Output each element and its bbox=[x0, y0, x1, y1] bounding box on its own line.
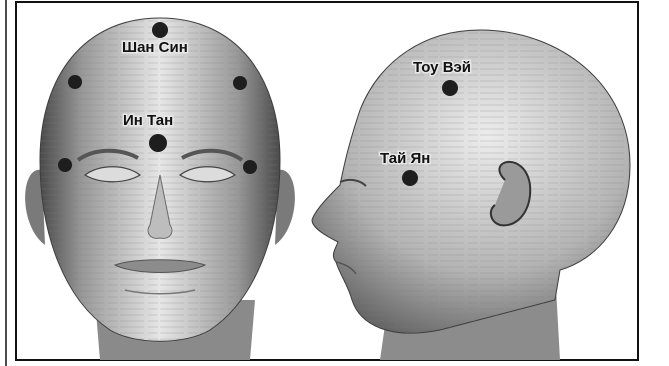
acupoint-dot bbox=[58, 158, 72, 172]
label-tou-vei: Тоу Вэй bbox=[413, 59, 471, 76]
acupoint-dot bbox=[152, 22, 168, 38]
acupoint-dot bbox=[233, 76, 247, 90]
label-in-tan: Ин Тан bbox=[123, 112, 173, 129]
acupoint-dot bbox=[149, 134, 167, 152]
acupoint-dot bbox=[68, 75, 82, 89]
label-shang-sin: Шан Син bbox=[122, 39, 188, 56]
acupoint-dot bbox=[442, 80, 458, 96]
acupoint-dot bbox=[402, 170, 418, 186]
acupoint-dot bbox=[243, 160, 257, 174]
label-tai-yan: Тай Ян bbox=[380, 150, 430, 167]
